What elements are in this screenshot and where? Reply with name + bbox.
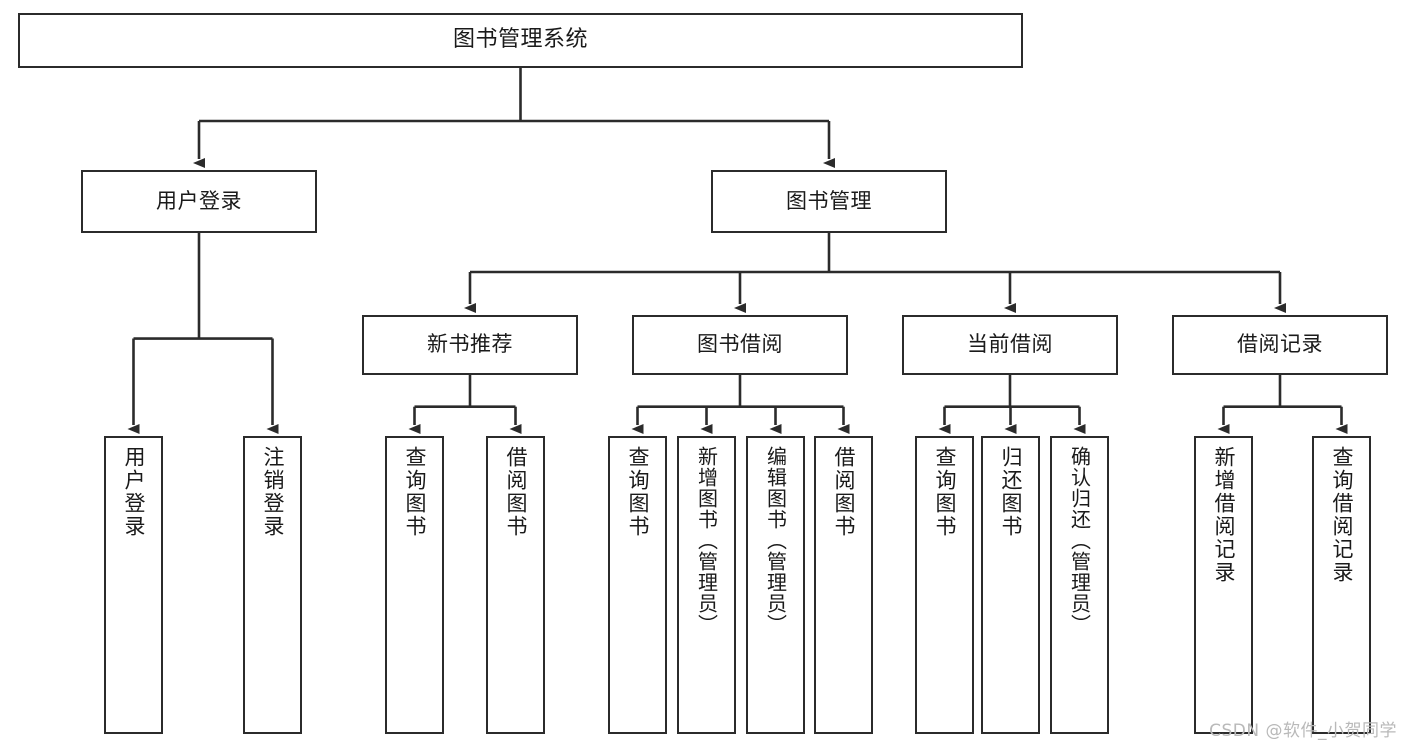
node-label: 新增图书（管理员）	[694, 446, 719, 635]
node-root[interactable]: 图书管理系统	[18, 13, 1023, 68]
node-borrow-record[interactable]: 借阅记录	[1172, 315, 1388, 375]
node-leaf-user-login[interactable]: 用户登录	[104, 436, 163, 734]
node-label: 查询图书	[933, 446, 957, 538]
node-book-manage[interactable]: 图书管理	[711, 170, 947, 233]
node-label: 借阅图书	[832, 446, 856, 538]
node-label: 用户登录	[122, 446, 146, 538]
node-leaf-add-record[interactable]: 新增借阅记录	[1194, 436, 1253, 734]
node-label: 确认归还（管理员）	[1067, 446, 1092, 635]
node-leaf-borrow-book[interactable]: 借阅图书	[814, 436, 873, 734]
node-leaf-borrow-book-rec[interactable]: 借阅图书	[486, 436, 545, 734]
node-label: 查询借阅记录	[1330, 446, 1354, 584]
node-label: 借阅图书	[504, 446, 528, 538]
node-leaf-confirm-return[interactable]: 确认归还（管理员）	[1050, 436, 1109, 734]
node-label: 用户登录	[156, 188, 242, 213]
node-label: 查询图书	[403, 446, 427, 538]
watermark-label: CSDN @软件_小贺同学	[1209, 721, 1397, 741]
node-label: 新书推荐	[427, 332, 513, 357]
node-leaf-query-book-rec[interactable]: 查询图书	[385, 436, 444, 734]
node-leaf-query-record[interactable]: 查询借阅记录	[1312, 436, 1371, 734]
node-label: 注销登录	[261, 446, 285, 538]
node-current-borrow[interactable]: 当前借阅	[902, 315, 1118, 375]
node-leaf-query-book-cur[interactable]: 查询图书	[915, 436, 974, 734]
node-label: 查询图书	[626, 446, 650, 538]
node-label: 新增借阅记录	[1212, 446, 1236, 584]
node-label: 归还图书	[999, 446, 1023, 538]
node-label: 编辑图书（管理员）	[763, 446, 788, 635]
node-label: 图书管理系统	[452, 27, 588, 53]
node-label: 借阅记录	[1237, 332, 1323, 357]
node-label: 图书管理	[786, 188, 872, 213]
node-new-book-recommend[interactable]: 新书推荐	[362, 315, 578, 375]
node-leaf-query-book[interactable]: 查询图书	[608, 436, 667, 734]
node-label: 图书借阅	[697, 332, 783, 357]
node-label: 当前借阅	[967, 332, 1053, 357]
node-book-borrow[interactable]: 图书借阅	[632, 315, 848, 375]
node-leaf-edit-book[interactable]: 编辑图书（管理员）	[746, 436, 805, 734]
node-leaf-user-logout[interactable]: 注销登录	[243, 436, 302, 734]
node-leaf-add-book[interactable]: 新增图书（管理员）	[677, 436, 736, 734]
node-user-login[interactable]: 用户登录	[81, 170, 317, 233]
node-leaf-return-book[interactable]: 归还图书	[981, 436, 1040, 734]
